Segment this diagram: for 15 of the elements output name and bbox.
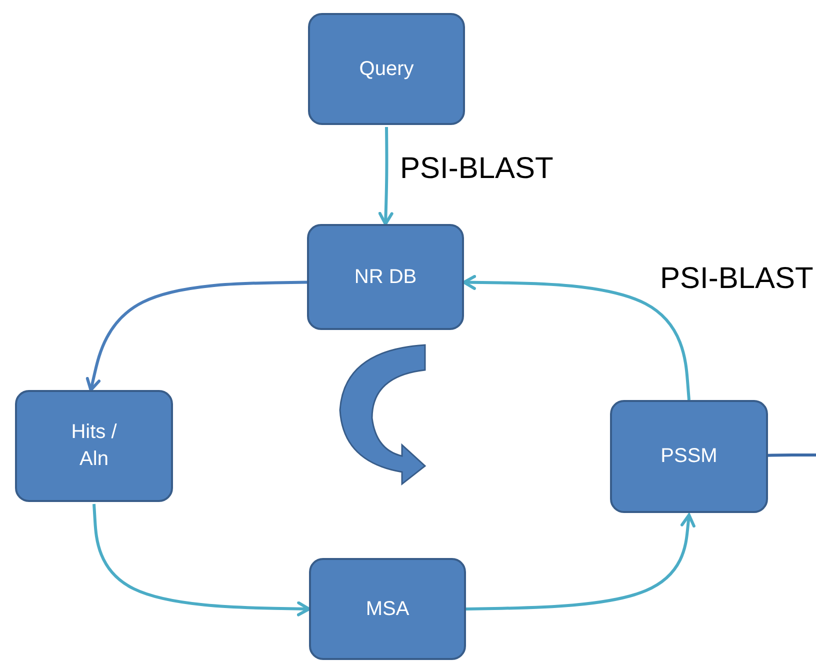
process-box [307,224,464,330]
node-label: Hits / Aln [70,420,118,472]
process-box [309,558,466,660]
arrow [92,504,310,616]
node-label: MSA [366,596,410,622]
node-label: NR DB [354,264,417,290]
process-box [610,400,768,513]
node-label: Query [359,56,414,82]
arrow [86,280,308,392]
process-box [308,13,465,125]
process-box [15,390,173,502]
arrow [462,274,690,400]
arrow [378,126,394,226]
node-label: PSSM [660,444,718,469]
arrow [466,514,696,610]
